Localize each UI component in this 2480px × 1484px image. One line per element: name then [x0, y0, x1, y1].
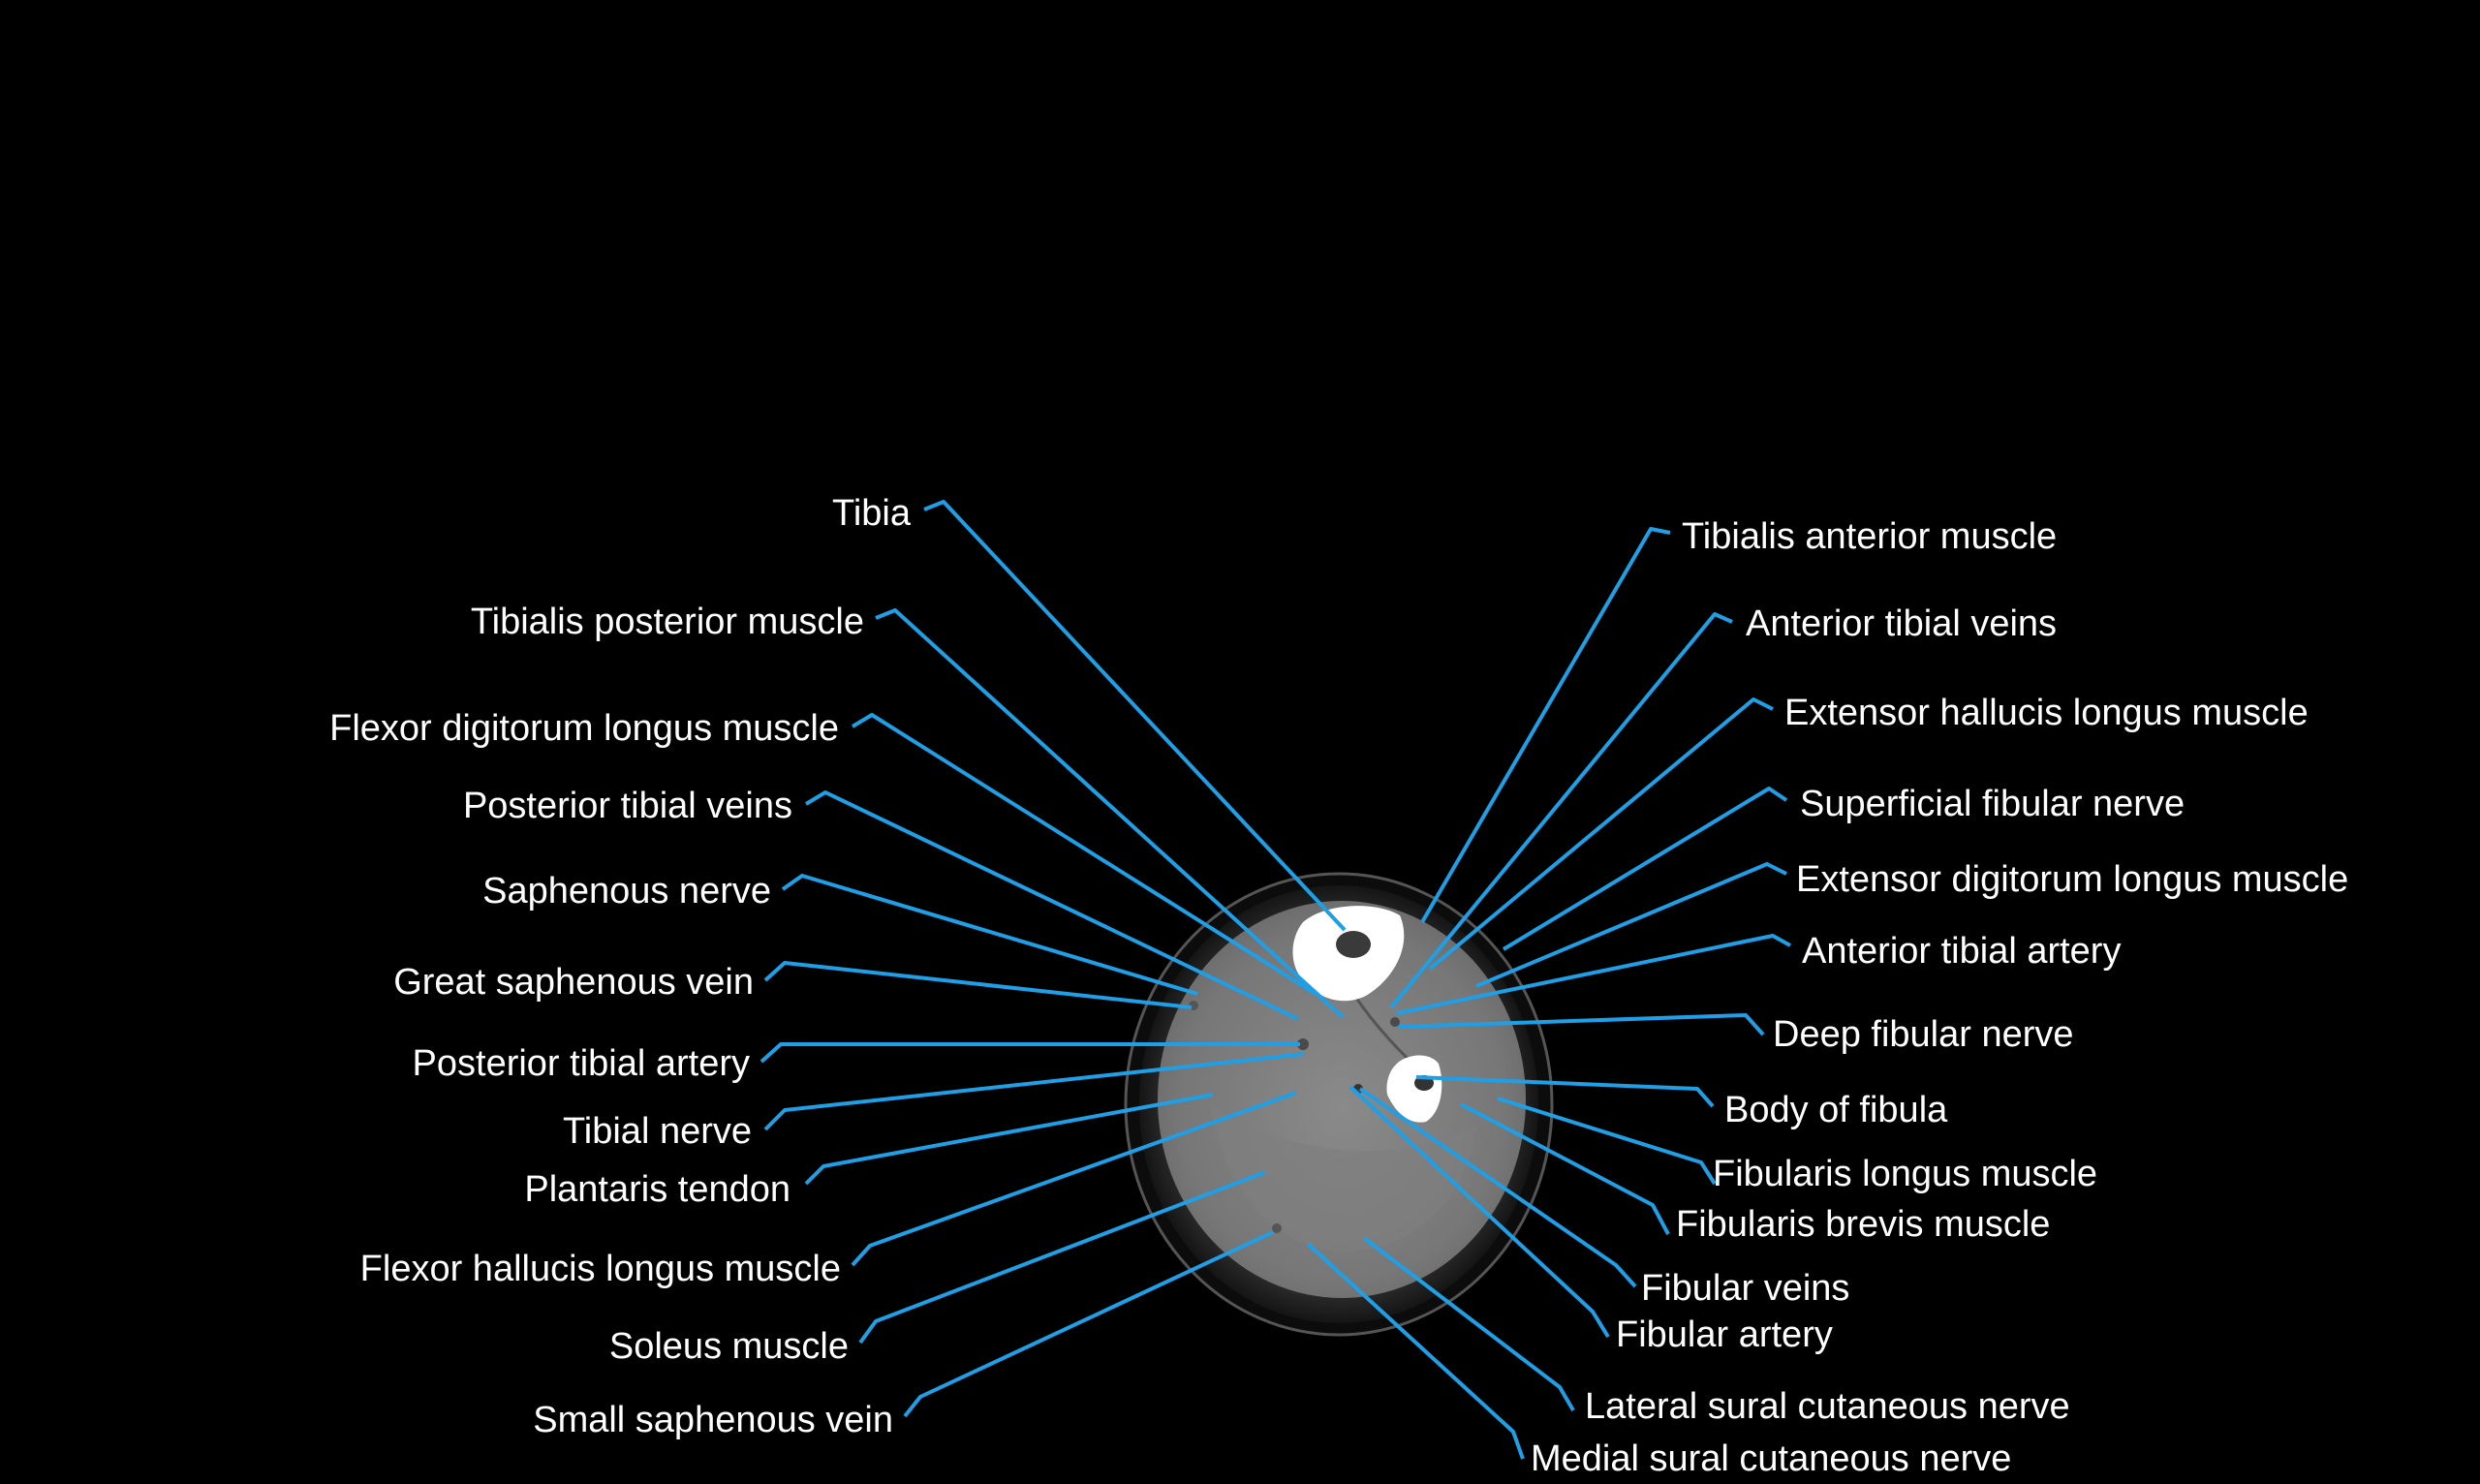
label-extensor-hallucis-longus-muscle: Extensor hallucis longus muscle: [1784, 693, 2309, 733]
label-body-of-fibula: Body of fibula: [1724, 1090, 1948, 1130]
leader-tibial-nerve: [763, 1052, 1305, 1131]
label-great-saphenous-vein: Great saphenous vein: [393, 962, 754, 1003]
label-extensor-digitorum-longus-muscle: Extensor digitorum longus muscle: [1796, 859, 2348, 900]
label-fibular-artery: Fibular artery: [1616, 1314, 1833, 1355]
small-saphenous-vein-dot: [1272, 1223, 1282, 1233]
label-tibial-nerve: Tibial nerve: [563, 1111, 752, 1152]
label-plantaris-tendon: Plantaris tendon: [524, 1169, 790, 1210]
label-tibia: Tibia: [832, 493, 912, 534]
tibia-marrow: [1336, 931, 1371, 958]
leader-lines: [760, 500, 1791, 1460]
label-small-saphenous-vein: Small saphenous vein: [533, 1400, 893, 1440]
leader-saphenous-nerve: [781, 874, 1198, 996]
label-saphenous-nerve: Saphenous nerve: [482, 871, 771, 912]
label-anterior-tibial-veins: Anterior tibial veins: [1746, 603, 2057, 644]
leader-fibularis-longus-muscle: [1497, 1097, 1717, 1186]
leader-fibular-veins: [1358, 1087, 1637, 1288]
leader-tibialis-posterior-muscle: [875, 608, 1345, 1019]
leader-posterior-tibial-veins: [804, 790, 1299, 1021]
leader-tibialis-anterior-muscle: [1420, 527, 1671, 924]
label-posterior-tibial-veins: Posterior tibial veins: [463, 786, 792, 826]
leader-small-saphenous-vein: [903, 1230, 1274, 1418]
right-labels: Tibialis anterior muscle Anterior tibial…: [1531, 516, 2348, 1479]
ct-slice-image: [1124, 872, 1554, 1337]
leader-soleus-muscle: [858, 1170, 1266, 1345]
label-fibularis-longus-muscle: Fibularis longus muscle: [1713, 1154, 2097, 1194]
posterior-compartment: [1211, 1104, 1477, 1252]
label-superficial-fibular-nerve: Superficial fibular nerve: [1800, 784, 2185, 824]
label-lateral-sural-cutaneous-nerve: Lateral sural cutaneous nerve: [1585, 1386, 2070, 1427]
anterior-tibial-vessel-dot: [1390, 1017, 1400, 1027]
leader-extensor-digitorum-longus-muscle: [1475, 862, 1787, 988]
leader-deep-fibular-nerve: [1398, 1013, 1765, 1036]
leader-flexor-hallucis-longus-muscle: [851, 1091, 1297, 1267]
leader-great-saphenous-vein: [763, 961, 1193, 1009]
leader-anterior-tibial-veins: [1389, 612, 1733, 1009]
leader-superficial-fibular-nerve: [1502, 787, 1788, 951]
label-tibialis-posterior-muscle: Tibialis posterior muscle: [471, 602, 864, 642]
label-soleus-muscle: Soleus muscle: [609, 1326, 849, 1367]
fibula-bone: [1386, 1055, 1442, 1123]
label-deep-fibular-nerve: Deep fibular nerve: [1773, 1014, 2074, 1055]
leader-extensor-hallucis-longus-muscle: [1428, 697, 1774, 971]
leader-anterior-tibial-artery: [1396, 934, 1791, 1015]
label-tibialis-anterior-muscle: Tibialis anterior muscle: [1682, 516, 2057, 557]
label-posterior-tibial-artery: Posterior tibial artery: [413, 1043, 750, 1084]
leader-plantaris-tendon: [804, 1093, 1214, 1186]
leader-medial-sural-cutaneous-nerve: [1306, 1242, 1525, 1460]
leader-flexor-digitorum-longus-muscle: [851, 713, 1318, 996]
leader-body-of-fibula: [1415, 1075, 1715, 1108]
left-labels: Tibia Tibialis posterior muscle Flexor d…: [329, 493, 912, 1440]
label-flexor-hallucis-longus-muscle: Flexor hallucis longus muscle: [360, 1249, 841, 1289]
leader-posterior-tibial-artery: [760, 1042, 1300, 1064]
label-medial-sural-cutaneous-nerve: Medial sural cutaneous nerve: [1531, 1438, 2011, 1479]
label-fibularis-brevis-muscle: Fibularis brevis muscle: [1676, 1204, 2050, 1245]
leader-lateral-sural-cutaneous-nerve: [1362, 1236, 1575, 1412]
leader-fibular-artery: [1348, 1085, 1610, 1339]
leader-tibia: [923, 500, 1347, 932]
label-anterior-tibial-artery: Anterior tibial artery: [1802, 931, 2121, 972]
label-fibular-veins: Fibular veins: [1641, 1268, 1849, 1309]
leader-fibularis-brevis-muscle: [1460, 1102, 1670, 1235]
label-flexor-digitorum-longus-muscle: Flexor digitorum longus muscle: [329, 708, 839, 749]
posterior-tibial-vessel-dot: [1297, 1038, 1309, 1050]
